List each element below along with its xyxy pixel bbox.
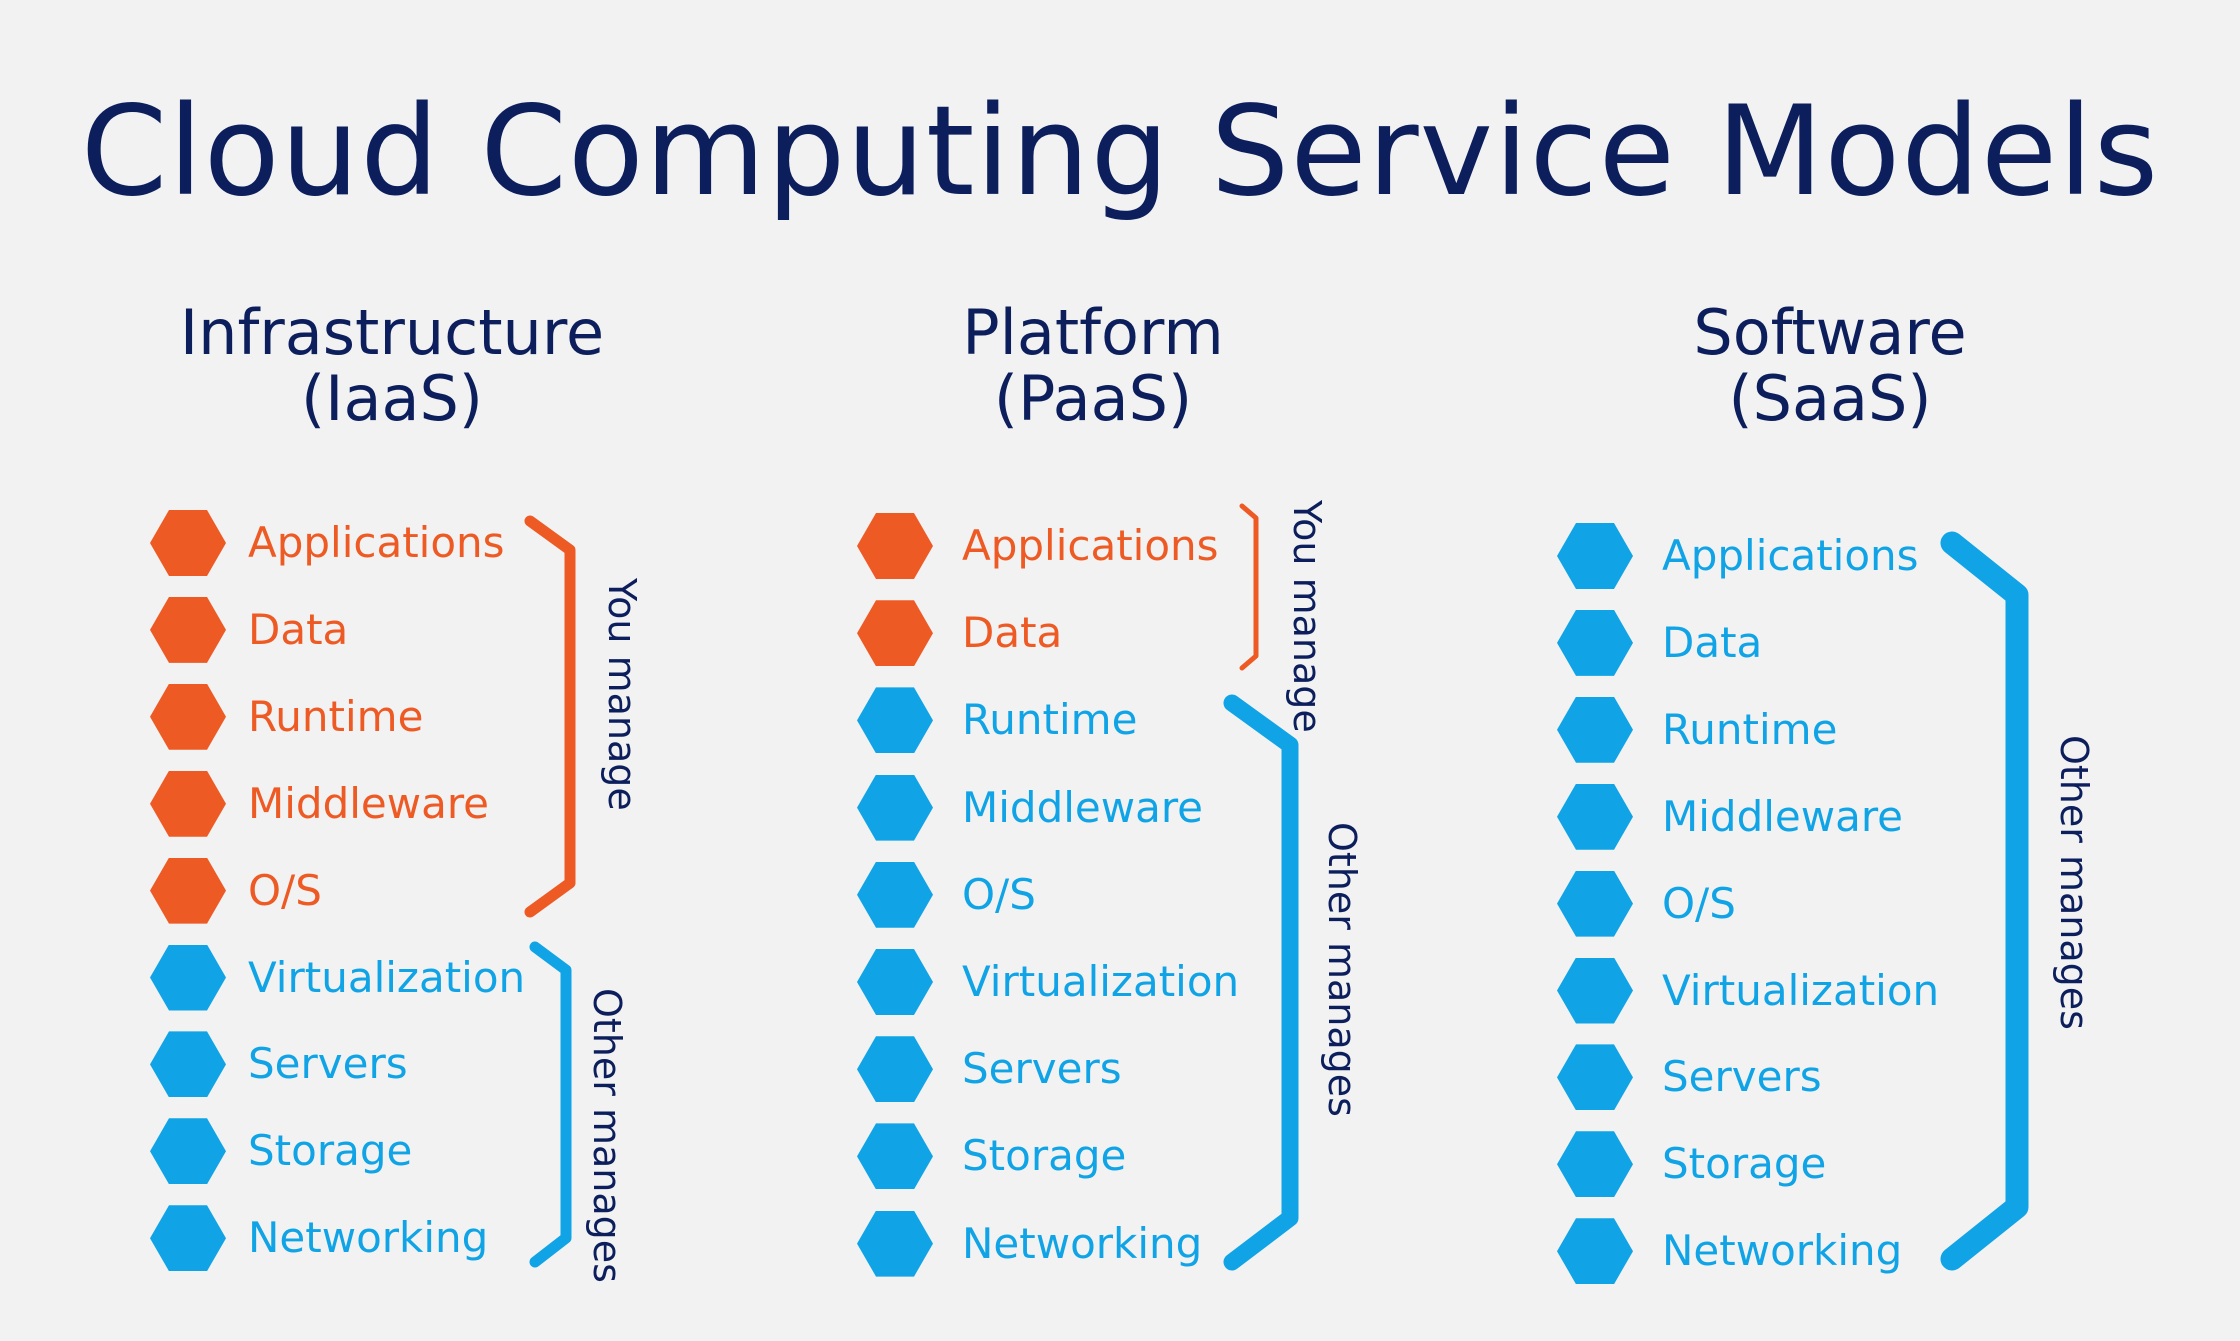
iaas-layer-label: O/S — [248, 865, 322, 915]
paas-hexagon-icon — [857, 774, 933, 841]
paas-layer-label: Middleware — [962, 782, 1204, 832]
iaas-hexagon-icon — [150, 1031, 226, 1098]
iaas-hexagon-icon — [150, 596, 226, 663]
iaas-layer-label: Data — [248, 604, 349, 654]
paas-hexagon-icon — [857, 1210, 933, 1277]
paas-other-manages-bracket — [1223, 694, 1299, 1271]
iaas-layer-label: Networking — [248, 1213, 489, 1263]
saas-layer-label: Runtime — [1662, 704, 1838, 754]
saas-layer-label: Networking — [1662, 1226, 1903, 1276]
paas-hexagon-icon — [857, 513, 933, 579]
iaas-layer-label: Virtualization — [248, 952, 526, 1002]
saas-layer-label: Data — [1662, 617, 1763, 667]
paas-layer-label: Storage — [962, 1131, 1127, 1181]
iaas-hexagon-icon — [150, 683, 226, 750]
paas-layer-label: Networking — [962, 1218, 1203, 1268]
saas-heading: Software (SaaS) — [1550, 300, 2110, 432]
iaas-layer-label: Servers — [248, 1039, 408, 1089]
iaas-hexagon-icon — [150, 1205, 226, 1272]
paas-layer-label: Data — [962, 608, 1063, 658]
iaas-hexagon-icon — [150, 857, 226, 924]
paas-hexagon-icon — [857, 1123, 933, 1190]
saas-layer-label: Middleware — [1662, 791, 1904, 841]
paas-heading: Platform (PaaS) — [813, 300, 1373, 432]
saas-other-manages-label: Other manages — [2052, 735, 2096, 1030]
paas-hexagon-icon — [857, 687, 933, 754]
iaas-other-manages-label: Other manages — [584, 988, 630, 1283]
paas-layer-label: Servers — [962, 1044, 1122, 1094]
iaas-you-manage-bracket — [524, 515, 576, 918]
saas-layer-label: Applications — [1662, 531, 1919, 580]
saas-layer-label: Storage — [1662, 1139, 1827, 1189]
iaas-heading-abbr: (IaaS) — [300, 362, 483, 435]
saas-heading-abbr: (SaaS) — [1728, 362, 1932, 435]
paas-you-manage-label: You manage — [1284, 500, 1330, 733]
paas-hexagon-icon — [857, 949, 933, 1015]
iaas-you-manage-label: You manage — [600, 578, 644, 811]
paas-hexagon-icon — [857, 1036, 933, 1103]
paas-heading-abbr: (PaaS) — [993, 362, 1193, 435]
iaas-other-manages-line2: manages — [585, 1108, 629, 1283]
paas-heading-name: Platform — [962, 296, 1224, 369]
iaas-heading: Infrastructure (IaaS) — [112, 300, 672, 432]
iaas-hexagon-icon — [150, 510, 226, 576]
paas-layer-label: O/S — [962, 869, 1036, 919]
iaas-layer-label: Storage — [248, 1126, 413, 1176]
paas-you-manage-bracket — [1239, 503, 1259, 671]
iaas-layer-label: Middleware — [248, 778, 490, 828]
iaas-other-manages-bracket — [529, 941, 572, 1268]
iaas-hexagon-icon — [150, 770, 226, 837]
paas-you-manage-line2: manage — [1285, 577, 1329, 733]
paas-layer-label: Virtualization — [962, 957, 1240, 1006]
saas-other-manages-bracket — [1940, 531, 2029, 1271]
paas-other-manages-label: Other manages — [1320, 822, 1364, 1117]
iaas-heading-name: Infrastructure — [179, 296, 605, 369]
page-title: Cloud Computing Service Models — [80, 80, 2160, 224]
paas-you-manage-line1: You — [1285, 500, 1329, 566]
paas-hexagon-icon — [857, 600, 933, 667]
paas-layer-label: Applications — [962, 521, 1219, 570]
iaas-layer-label: Runtime — [248, 691, 424, 741]
saas-layer-label: Servers — [1662, 1052, 1822, 1102]
iaas-layer-label: Applications — [248, 518, 505, 567]
saas-heading-name: Software — [1693, 296, 1967, 369]
iaas-hexagon-icon — [150, 944, 226, 1011]
paas-layer-label: Runtime — [962, 695, 1138, 745]
iaas-other-manages-line1: Other — [585, 988, 629, 1096]
iaas-hexagon-icon — [150, 1118, 226, 1185]
saas-layer-label: O/S — [1662, 878, 1736, 928]
saas-layer-label: Virtualization — [1662, 965, 1940, 1015]
paas-hexagon-icon — [857, 861, 933, 928]
